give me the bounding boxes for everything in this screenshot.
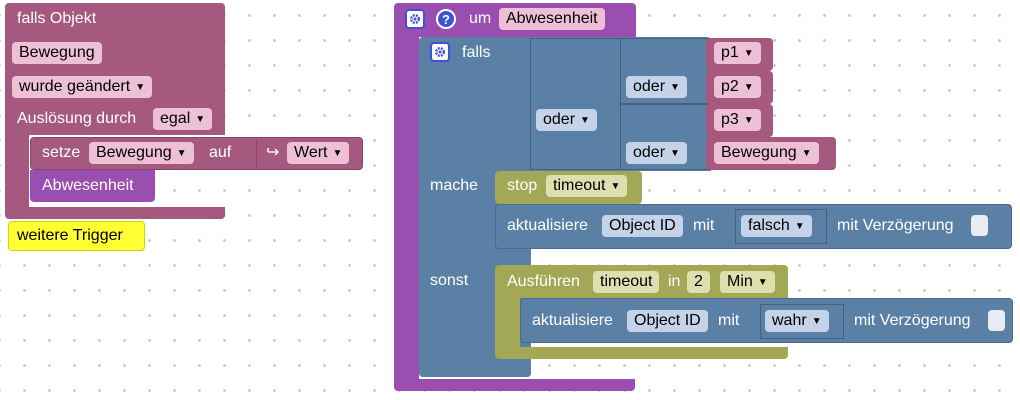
dropdown-arrow-icon: ▼ (811, 316, 822, 327)
dropdown-arrow-icon: ▼ (135, 82, 146, 93)
trigger-label: Auslösung durch (17, 110, 137, 127)
gear-icon[interactable] (405, 9, 425, 29)
dropdown-arrow-icon: ▼ (743, 115, 754, 126)
update-label: aktualisiere (507, 217, 588, 234)
delay-checkbox[interactable] (971, 215, 988, 236)
call-function-label: Abwesenheit (42, 177, 134, 194)
in-label: in (668, 273, 681, 290)
function-block-footer (394, 379, 635, 391)
with-label: mit (718, 312, 740, 329)
more-triggers-block[interactable] (8, 221, 145, 251)
trigger-dropdown[interactable]: egal ▼ (153, 108, 213, 130)
object-field[interactable]: Bewegung (12, 42, 102, 64)
timeout-block-arm (495, 298, 520, 347)
update-label: aktualisiere (532, 312, 613, 329)
time-unit-dropdown[interactable]: Min ▼ (720, 271, 775, 293)
delay-number-field[interactable]: 2 (687, 271, 710, 293)
set-variable-dropdown[interactable]: Bewegung ▼ (89, 142, 194, 164)
stop-timeout-dropdown[interactable]: timeout ▼ (546, 175, 628, 197)
trigger-block-footer (5, 207, 225, 219)
dropdown-arrow-icon: ▼ (610, 181, 621, 192)
boolean-value: wahr (772, 312, 807, 329)
or-operator-dropdown[interactable]: oder ▼ (626, 142, 687, 164)
call-function-block[interactable] (30, 170, 155, 202)
dropdown-arrow-icon: ▼ (801, 148, 812, 159)
return-arrow-icon: ↪ (266, 144, 280, 161)
value-dropdown[interactable]: Wert ▼ (287, 142, 350, 164)
dropdown-arrow-icon: ▼ (743, 82, 754, 93)
time-unit-value: Min (727, 273, 753, 290)
stop-label: stop (507, 177, 538, 194)
function-label: um (469, 10, 492, 27)
if-block-footer (419, 363, 531, 377)
trigger-block-arm (5, 135, 29, 207)
timeout-block-footer (495, 347, 788, 359)
more-triggers-label: weitere Trigger (17, 227, 123, 244)
or-operator-value: oder (633, 144, 666, 161)
delay-label: mit Verzögerung (837, 217, 954, 234)
boolean-dropdown[interactable]: wahr ▼ (765, 310, 829, 332)
object-id-field[interactable]: Object ID (627, 310, 708, 332)
if-label: falls (462, 44, 491, 61)
set-to-label: auf (209, 144, 232, 161)
or-operator-value: oder (543, 111, 576, 128)
dropdown-arrow-icon: ▼ (757, 277, 768, 288)
dropdown-arrow-icon: ▼ (176, 148, 187, 159)
function-block-arm (394, 37, 419, 379)
trigger-title: falls Objekt (17, 10, 97, 27)
dropdown-arrow-icon: ▼ (670, 148, 680, 159)
stop-timeout-value: timeout (553, 177, 606, 194)
dropdown-arrow-icon: ▼ (794, 221, 805, 232)
timeout-name-field[interactable]: timeout (593, 271, 660, 293)
variable-value: p1 (721, 44, 739, 61)
or-operator-value: oder (633, 78, 666, 95)
dropdown-arrow-icon: ▼ (580, 115, 590, 126)
boolean-value: falsch (748, 217, 790, 234)
set-label: setze (42, 144, 81, 161)
gear-icon[interactable] (430, 42, 450, 62)
variable-value: Bewegung (721, 144, 797, 161)
dropdown-arrow-icon: ▼ (670, 82, 680, 93)
variable-dropdown-p1[interactable]: p1 ▼ (714, 42, 761, 64)
dropdown-arrow-icon: ▼ (743, 48, 754, 59)
delay-checkbox[interactable] (988, 310, 1005, 331)
dropdown-arrow-icon: ▼ (332, 148, 343, 159)
help-icon[interactable]: ? (436, 9, 456, 29)
function-name-field[interactable]: Abwesenheit (499, 8, 605, 30)
variable-value: p3 (721, 111, 739, 128)
with-label: mit (693, 217, 715, 234)
or-operator-dropdown[interactable]: oder ▼ (536, 109, 597, 131)
set-variable-value: Bewegung (96, 144, 172, 161)
object-id-field[interactable]: Object ID (602, 215, 683, 237)
variable-dropdown-bewegung[interactable]: Bewegung ▼ (714, 142, 819, 164)
condition-dropdown[interactable]: wurde geändert ▼ (12, 76, 153, 98)
condition-dropdown-value: wurde geändert (19, 78, 131, 95)
trigger-dropdown-value: egal (160, 110, 191, 127)
exec-label: Ausführen (507, 273, 580, 290)
dropdown-arrow-icon: ▼ (195, 114, 206, 125)
value-dropdown-value: Wert (294, 144, 328, 161)
or-operator-dropdown[interactable]: oder ▼ (626, 76, 687, 98)
delay-label: mit Verzögerung (854, 312, 971, 329)
else-label: sonst (430, 272, 469, 289)
do-label: mache (430, 177, 479, 194)
variable-dropdown-p2[interactable]: p2 ▼ (714, 76, 761, 98)
boolean-dropdown[interactable]: falsch ▼ (741, 215, 812, 237)
variable-dropdown-p3[interactable]: p3 ▼ (714, 109, 761, 131)
variable-value: p2 (721, 78, 739, 95)
